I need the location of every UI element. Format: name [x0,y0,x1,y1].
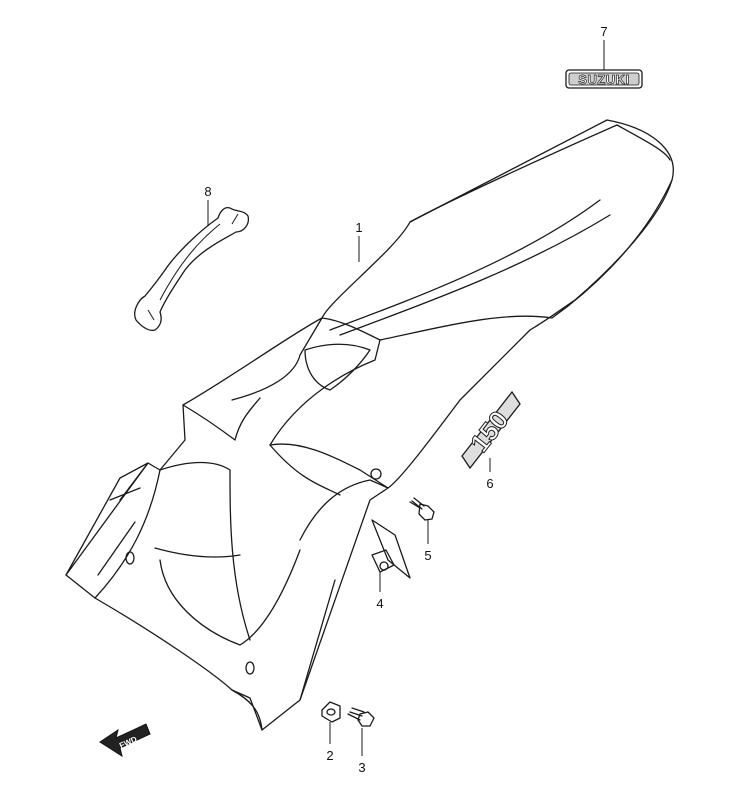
callout-8: 8 [204,184,211,199]
bolt-3 [347,707,375,727]
nut-clip-4 [371,549,395,573]
callout-7: 7 [600,24,607,39]
callout-2: 2 [326,748,333,763]
bolt-5 [409,497,435,521]
callout-3: 3 [358,760,365,775]
callout-numbers: 1 2 3 4 5 6 7 8 [204,24,607,775]
callout-5: 5 [424,548,431,563]
leader-lines [207,40,605,756]
emblem-suzuki: SUZUKI [565,69,643,89]
decal-150: 150 [461,390,521,470]
callout-4: 4 [376,596,383,611]
nut-2 [321,701,341,723]
emblem-text: SUZUKI [578,72,629,87]
callout-1: 1 [355,220,362,235]
forward-arrow-icon: FWD [99,723,151,758]
callout-6: 6 [486,476,493,491]
rear-fender [65,119,674,731]
wrench [134,206,250,331]
